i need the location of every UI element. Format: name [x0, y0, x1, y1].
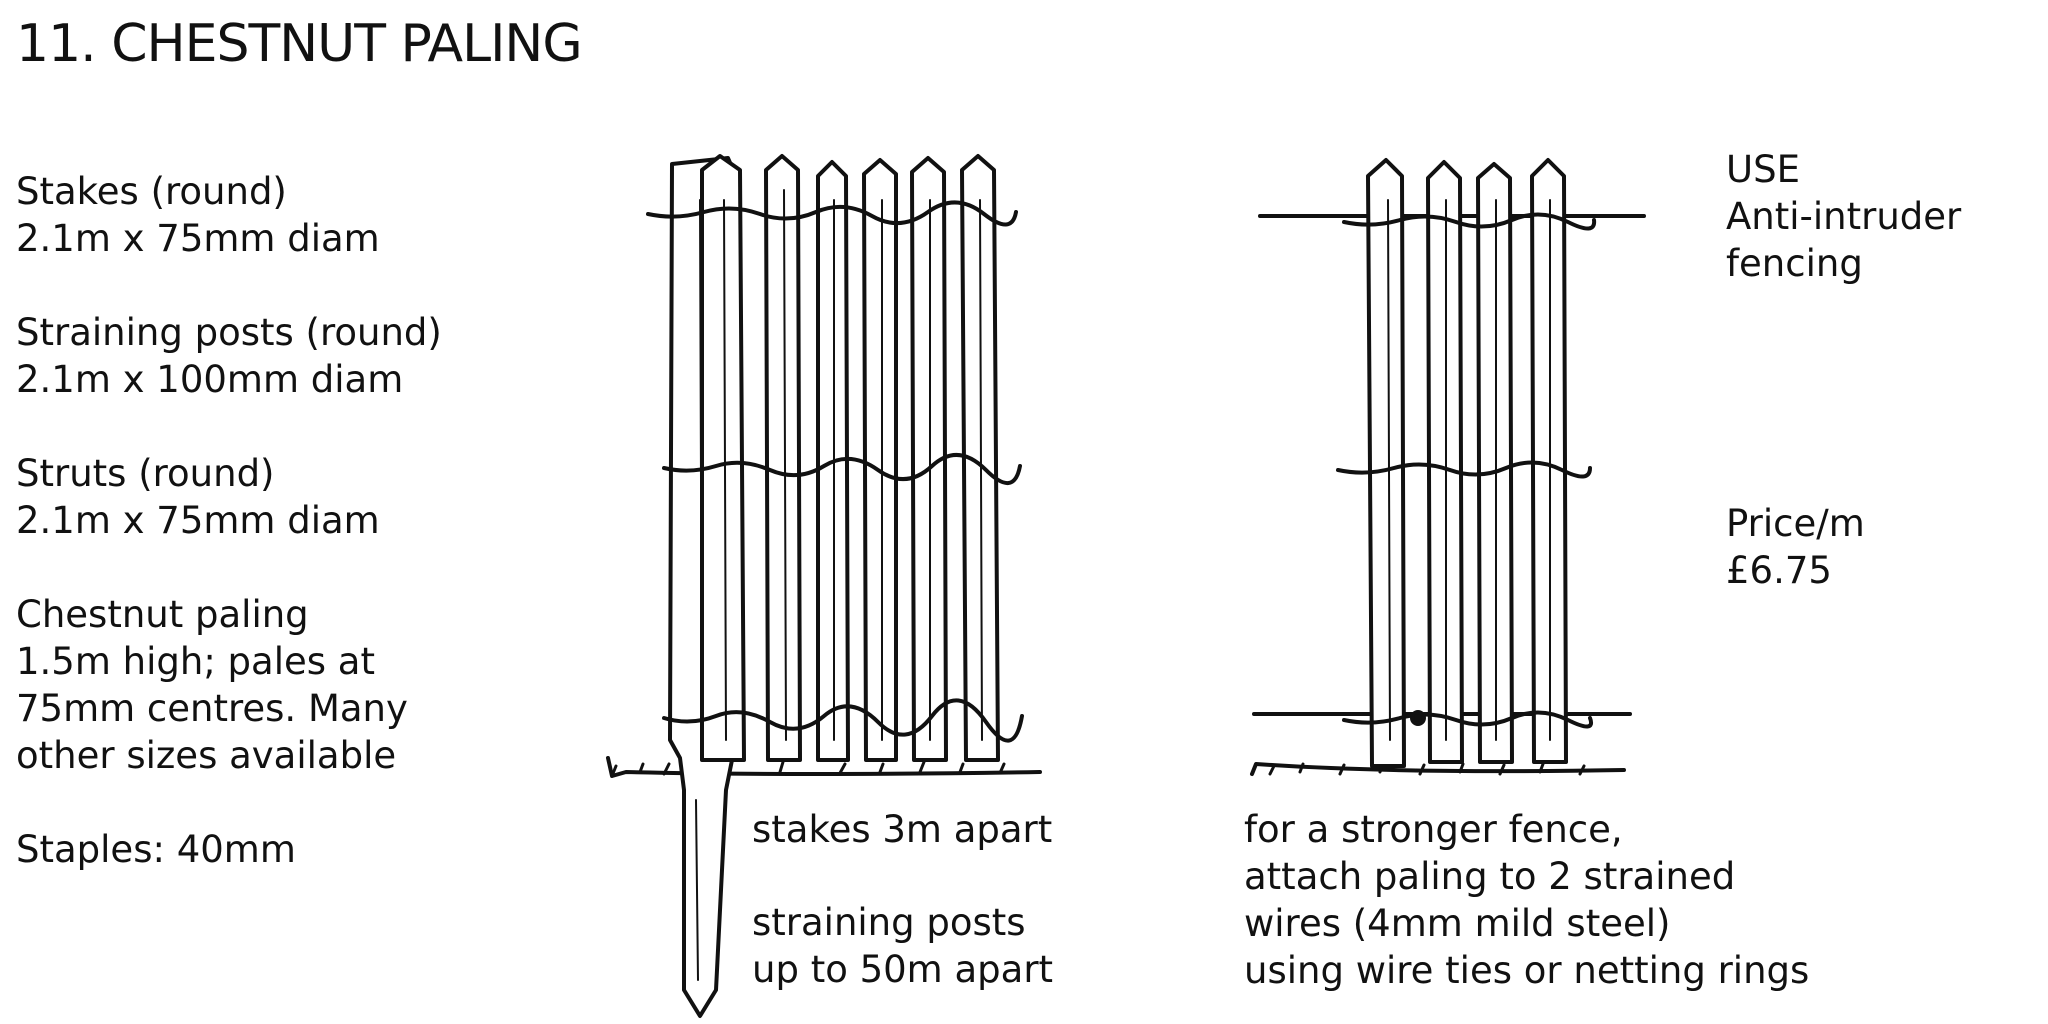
spec-detail: 75mm centres. Many — [16, 687, 408, 730]
right-ground-line — [1250, 762, 1626, 776]
stronger-fence-note: for a stronger fence, attach paling to 2… — [1244, 808, 1810, 992]
left-pale — [700, 154, 746, 762]
right-pale — [1366, 158, 1406, 768]
spec-struts: Struts (round) 2.1m x 75mm diam — [16, 450, 486, 544]
spec-chestnut-paling: Chestnut paling 1.5m high; pales at 75mm… — [16, 591, 486, 779]
straining-posts-note: straining posts up to 50m apart — [752, 901, 1054, 991]
spec-heading: Struts (round) — [16, 452, 275, 495]
right-wire-tie — [1410, 710, 1426, 726]
spec-heading: Staples: 40mm — [16, 828, 296, 871]
spec-heading: Stakes (round) — [16, 170, 287, 213]
page-title: 11. CHESTNUT PALING — [16, 14, 583, 74]
spec-detail: 2.1m x 100mm diam — [16, 358, 404, 401]
right-paling-wire-bottom — [1342, 710, 1593, 729]
spec-heading: Straining posts (round) — [16, 311, 442, 354]
spec-staples: Staples: 40mm — [16, 826, 486, 873]
price-label: Price/m £6.75 — [1726, 502, 1865, 592]
spec-list: Stakes (round) 2.1m x 75mm diam Strainin… — [16, 168, 486, 873]
spec-stakes: Stakes (round) 2.1m x 75mm diam — [16, 168, 486, 262]
spec-detail: other sizes available — [16, 734, 397, 777]
right-paling-wire-middle — [1336, 460, 1592, 479]
right-pale-grain — [1387, 199, 1551, 741]
price-value: £6.75 — [1726, 549, 1832, 592]
spec-detail: 2.1m x 75mm diam — [16, 499, 380, 542]
stakes-spacing-note: stakes 3m apart — [752, 808, 1053, 851]
left-wire-top — [646, 200, 1018, 227]
right-paling-wire-top — [1342, 212, 1597, 231]
use-label: USE Anti-intruder fencing — [1726, 148, 1962, 285]
spec-detail: 2.1m x 75mm diam — [16, 217, 380, 260]
left-wire-bottom — [662, 698, 1024, 743]
spec-straining-posts: Straining posts (round) 2.1m x 100mm dia… — [16, 309, 486, 403]
spec-detail: 1.5m high; pales at — [16, 640, 375, 683]
left-pale — [764, 154, 802, 762]
left-ground-line — [606, 756, 1042, 778]
left-wire-middle — [662, 452, 1022, 485]
spec-heading: Chestnut paling — [16, 593, 309, 636]
left-pale — [862, 158, 898, 762]
